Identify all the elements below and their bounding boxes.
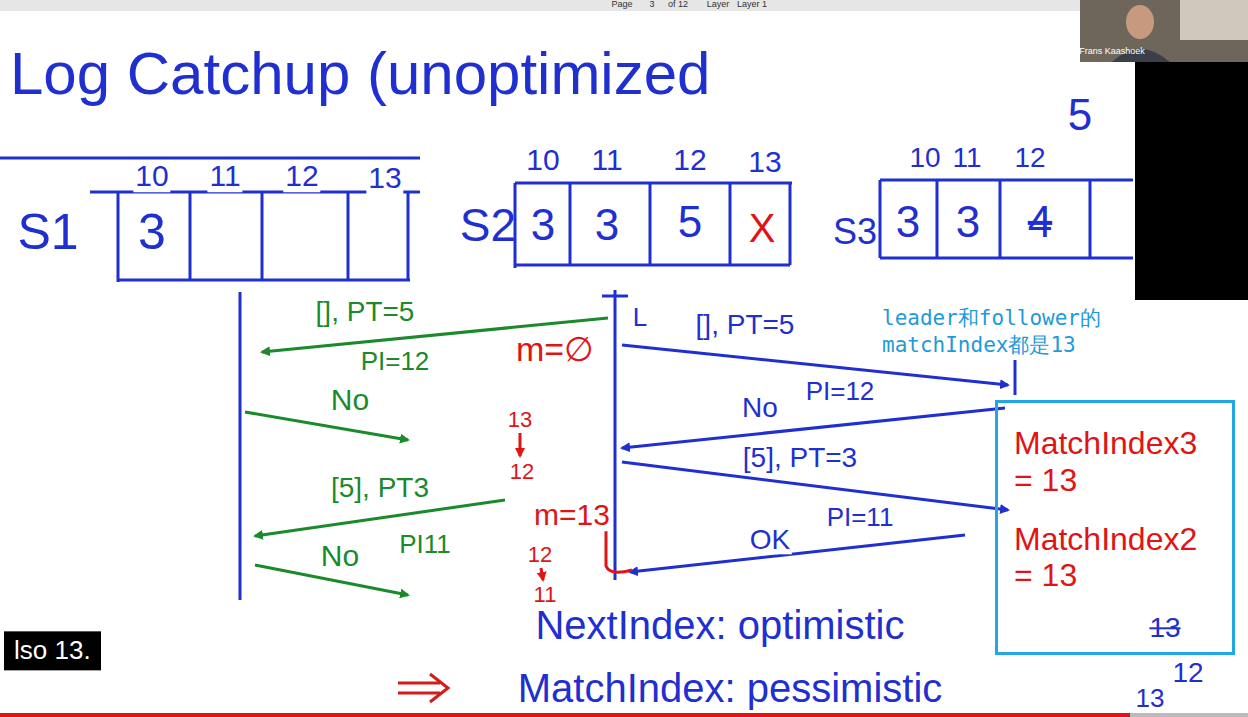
toolbar-text: of 12 <box>666 0 690 9</box>
server-name: S2 <box>460 201 516 249</box>
progress-bar-rest <box>1130 713 1248 717</box>
index-number: 10 <box>133 160 170 192</box>
log-term: 3 <box>531 202 555 248</box>
speaker-name: Frans Kaashoek <box>1077 47 1147 56</box>
toolbar-text: Page <box>609 0 634 9</box>
index-number: 11 <box>207 160 242 192</box>
log-term: 5 <box>678 199 702 245</box>
toolbar-text: Layer <box>705 0 732 9</box>
message-label: PI=11 <box>825 504 896 531</box>
reply-label: No <box>740 393 780 422</box>
message-label: [5], PT3 <box>329 473 431 502</box>
message-arrow <box>245 318 608 595</box>
decrement-arrow <box>520 433 632 580</box>
reply-label: No <box>319 540 361 572</box>
index-number: 11 <box>950 143 983 172</box>
log-array: S2 33 5 X <box>450 170 800 270</box>
term-number: 5 <box>1066 92 1094 138</box>
match-index-note: MatchIndex3 = 13 <box>1014 425 1216 499</box>
log-term: 3 <box>956 199 980 245</box>
webcam-wall <box>1180 0 1248 40</box>
reply-label: OK <box>748 525 792 554</box>
log-array: S1 3 <box>10 185 420 285</box>
toolbar-text: Layer 1 <box>735 0 769 9</box>
next-index: 12 <box>508 460 536 483</box>
log-array-lines <box>90 180 1133 282</box>
rule-text: NextIndex: optimistic <box>533 604 906 646</box>
index-number: 13 <box>1134 685 1167 712</box>
message-label: [], PT=5 <box>694 310 797 339</box>
underline <box>0 157 420 160</box>
title: Log Catchup (unoptimized <box>10 42 710 105</box>
index-number: 10 <box>907 143 942 172</box>
leader-mark: L <box>631 304 649 331</box>
index-number: 12 <box>1170 658 1205 687</box>
log-term: 3 <box>595 202 619 248</box>
message-label: PI11 <box>397 531 453 558</box>
index-number: 13 <box>366 162 403 194</box>
server-name: S3 <box>833 213 877 251</box>
log-term: 3 <box>138 206 166 259</box>
message-label: [5], PT=3 <box>741 443 859 472</box>
message-label: PI=12 <box>359 348 432 375</box>
index-number: 11 <box>589 144 624 176</box>
match-index: m=∅ <box>514 332 596 368</box>
log-term: 4 <box>1028 199 1052 245</box>
crossed-number: 13 <box>1147 613 1182 642</box>
index-number: 13 <box>746 146 783 178</box>
subtitle: lso 13. <box>4 631 101 670</box>
log-term: X <box>749 207 776 249</box>
match-index: m=13 <box>532 499 612 531</box>
rule-text: MatchIndex: pessimistic <box>516 667 945 709</box>
next-index: 12 <box>526 543 554 566</box>
toolbar-text: 3 <box>647 0 656 9</box>
progress-bar <box>0 713 1130 717</box>
next-index: 13 <box>506 408 534 431</box>
video-black <box>1135 62 1248 300</box>
server-name: S1 <box>17 206 78 259</box>
index-number: 12 <box>671 144 708 176</box>
callout-box: MatchIndex3 = 13 MatchIndex2 = 13 <box>995 400 1235 655</box>
toolbar <box>0 0 1248 11</box>
message-arrow <box>622 345 1008 572</box>
match-index-note: MatchIndex2 = 13 <box>1014 521 1216 595</box>
log-term: 3 <box>896 199 920 245</box>
index-number: 12 <box>283 160 320 192</box>
message-label: [], PT=5 <box>314 297 417 326</box>
index-number: 10 <box>524 144 561 176</box>
annotation-note: leader和follower的 matchIndex都是13 <box>880 305 1146 360</box>
webcam-person <box>1126 5 1154 39</box>
reply-label: No <box>329 384 371 416</box>
index-number: 12 <box>1012 143 1047 172</box>
implies-arrow <box>398 674 448 702</box>
log-array: S3 33 4 <box>830 170 1135 265</box>
message-label: PI=12 <box>804 378 877 405</box>
